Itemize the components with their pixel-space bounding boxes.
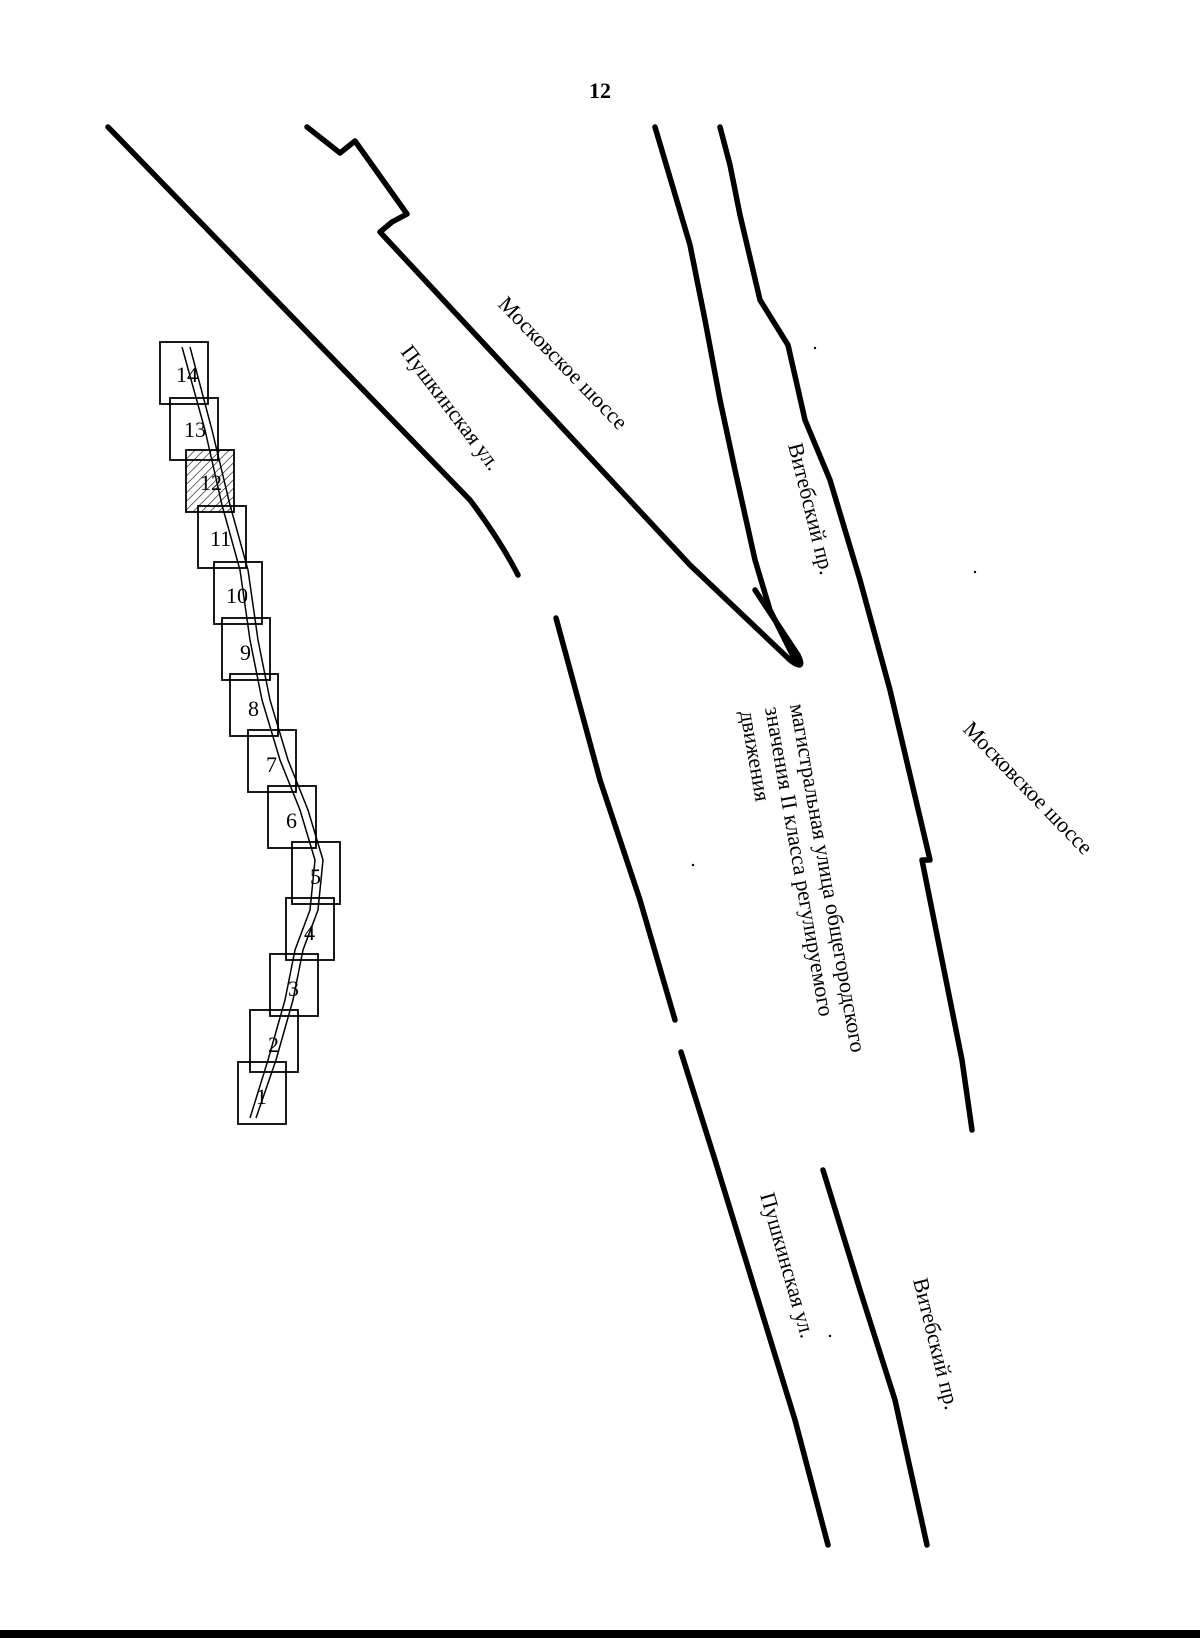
segment-label-12: 12 bbox=[200, 470, 222, 495]
segment-label-6: 6 bbox=[286, 808, 297, 833]
segment-box-12-hatched bbox=[185, 449, 235, 513]
vitebsky-upper-east-edge bbox=[717, 124, 975, 1133]
route-segments: 14 13 12 11 10 9 8 7 6 5 4 3 2 1 bbox=[159, 341, 341, 1125]
label-moskovskoe-shosse-top: Московское шоссе bbox=[493, 291, 633, 434]
segment-box-9 bbox=[221, 617, 271, 681]
vitebsky-upper-west-edge bbox=[652, 124, 798, 663]
label-vitebsky-bottom: Витебский пр. bbox=[908, 1275, 965, 1412]
segment-box-2 bbox=[249, 1009, 299, 1073]
segment-label-4: 4 bbox=[304, 920, 315, 945]
vitebsky-lower-edge bbox=[820, 1167, 930, 1548]
segment-label-11: 11 bbox=[210, 526, 231, 551]
pushkinskaya-middle-edge bbox=[553, 615, 678, 1023]
segment-box-8 bbox=[229, 673, 279, 737]
segment-label-5: 5 bbox=[310, 864, 321, 889]
segment-box-7 bbox=[247, 729, 297, 793]
segment-label-10: 10 bbox=[226, 583, 248, 608]
segment-label-13: 13 bbox=[184, 417, 206, 442]
speck bbox=[973, 570, 977, 574]
segment-box-11 bbox=[197, 505, 247, 569]
segment-label-1: 1 bbox=[256, 1084, 267, 1109]
segment-box-5 bbox=[291, 841, 341, 905]
route-line-b bbox=[189, 346, 324, 1119]
segment-box-14 bbox=[159, 341, 209, 405]
page-bottom-border bbox=[0, 1630, 1200, 1638]
label-moskovskoe-shosse-right: Московское шоссе bbox=[958, 716, 1098, 859]
speck bbox=[813, 346, 817, 350]
segment-box-1 bbox=[237, 1061, 287, 1125]
speck bbox=[828, 1334, 832, 1338]
segment-label-3: 3 bbox=[288, 976, 299, 1001]
segment-label-14: 14 bbox=[176, 362, 198, 387]
segment-box-10 bbox=[213, 561, 263, 625]
segment-label-2: 2 bbox=[268, 1032, 279, 1057]
segment-label-7: 7 bbox=[266, 752, 277, 777]
route-line-a bbox=[181, 346, 316, 1119]
moskovskoe-shosse-upper-edge bbox=[304, 124, 804, 668]
pushkinskaya-upper-west-edge bbox=[105, 124, 521, 578]
speck bbox=[691, 863, 695, 867]
label-pushkinskaya-top: Пушкинская ул. bbox=[396, 340, 506, 475]
label-vitebsky-top: Витебский пр. bbox=[783, 440, 840, 577]
pushkinskaya-lower-edge bbox=[678, 1049, 831, 1548]
page-number: 12 bbox=[589, 78, 611, 103]
segment-label-8: 8 bbox=[248, 696, 259, 721]
segment-label-9: 9 bbox=[240, 640, 251, 665]
segment-box-4 bbox=[285, 897, 335, 961]
segment-box-3 bbox=[269, 953, 319, 1017]
